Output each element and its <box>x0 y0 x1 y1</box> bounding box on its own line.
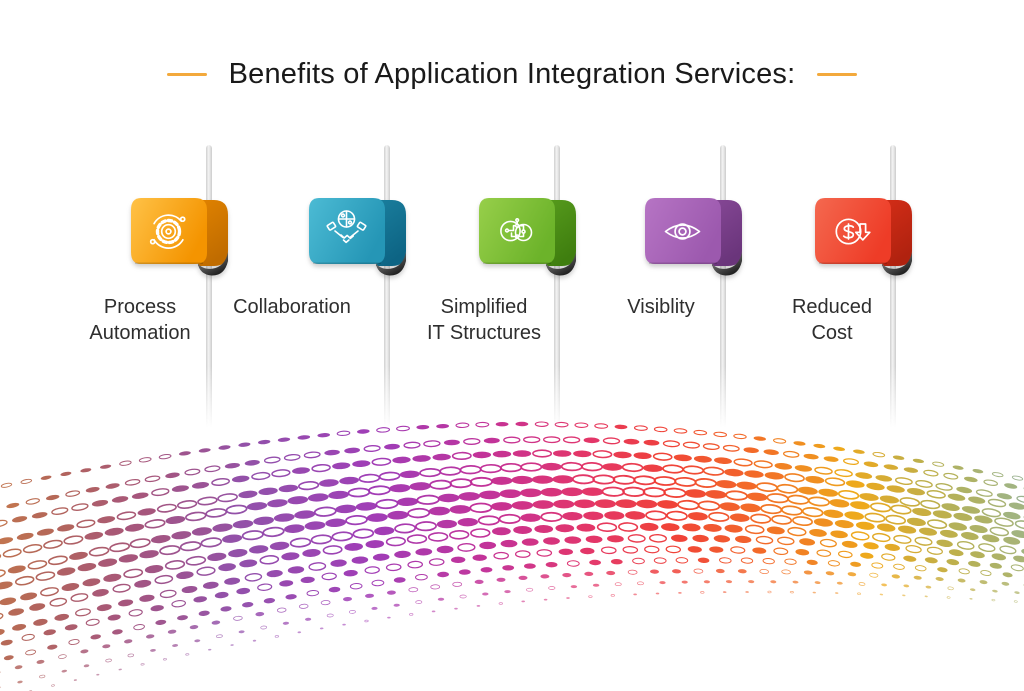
benefit-label-line: Automation <box>89 322 191 344</box>
ribbon-body <box>645 198 721 264</box>
hanger-line <box>206 145 212 428</box>
visibility-eye-icon <box>664 223 701 240</box>
benefit-label-line: Process <box>103 296 177 318</box>
ribbon-curl-shadow <box>375 252 406 276</box>
ribbon-banner-visibility <box>642 188 746 278</box>
hanger-line <box>384 145 390 428</box>
ribbon-curl-shadow <box>197 252 228 276</box>
reduced-cost-dollar-icon <box>835 218 871 245</box>
ribbon-body <box>131 198 207 264</box>
title-row: Benefits of Application Integration Serv… <box>0 52 1024 96</box>
benefit-label-visibility: Visiblity <box>571 294 751 320</box>
ribbon-banner-collaboration <box>306 188 410 278</box>
benefit-label-simplified-it: Simplified IT Structures <box>394 294 574 346</box>
page-title: Benefits of Application Integration Serv… <box>228 57 796 90</box>
ribbon-body <box>479 198 555 264</box>
benefit-label-line: Collaboration <box>233 296 351 318</box>
benefit-label-line: Reduced <box>791 296 873 318</box>
hanger-line <box>554 145 560 428</box>
benefit-label-line: Visiblity <box>627 296 695 318</box>
title-dash-left <box>166 72 207 76</box>
benefit-label-collaboration: Collaboration <box>202 294 382 320</box>
benefit-label-line: Simplified <box>440 296 528 318</box>
benefit-label-process-automation: Process Automation <box>50 294 230 346</box>
benefit-label-line: Cost <box>811 322 853 344</box>
collaboration-handshake-icon <box>326 210 367 244</box>
ribbon-banner-simplified-it <box>476 188 580 278</box>
gear-automation-icon <box>149 214 186 249</box>
benefit-label-reduced-cost: Reduced Cost <box>742 294 922 346</box>
ribbon-body <box>309 198 385 264</box>
title-dash-right <box>817 72 858 76</box>
ribbon-curl-shadow <box>711 252 742 276</box>
ribbon-curl-shadow <box>881 252 912 276</box>
benefit-label-line: IT Structures <box>426 322 542 344</box>
ribbon-banner-reduced-cost <box>812 188 916 278</box>
hanger-line <box>720 145 726 428</box>
ribbon-curl-shadow <box>545 252 576 276</box>
ribbon-body <box>815 198 891 264</box>
simplified-it-brain-icon <box>500 218 533 242</box>
hanger-line <box>890 145 896 428</box>
ribbon-banner-process-automation <box>128 188 232 278</box>
